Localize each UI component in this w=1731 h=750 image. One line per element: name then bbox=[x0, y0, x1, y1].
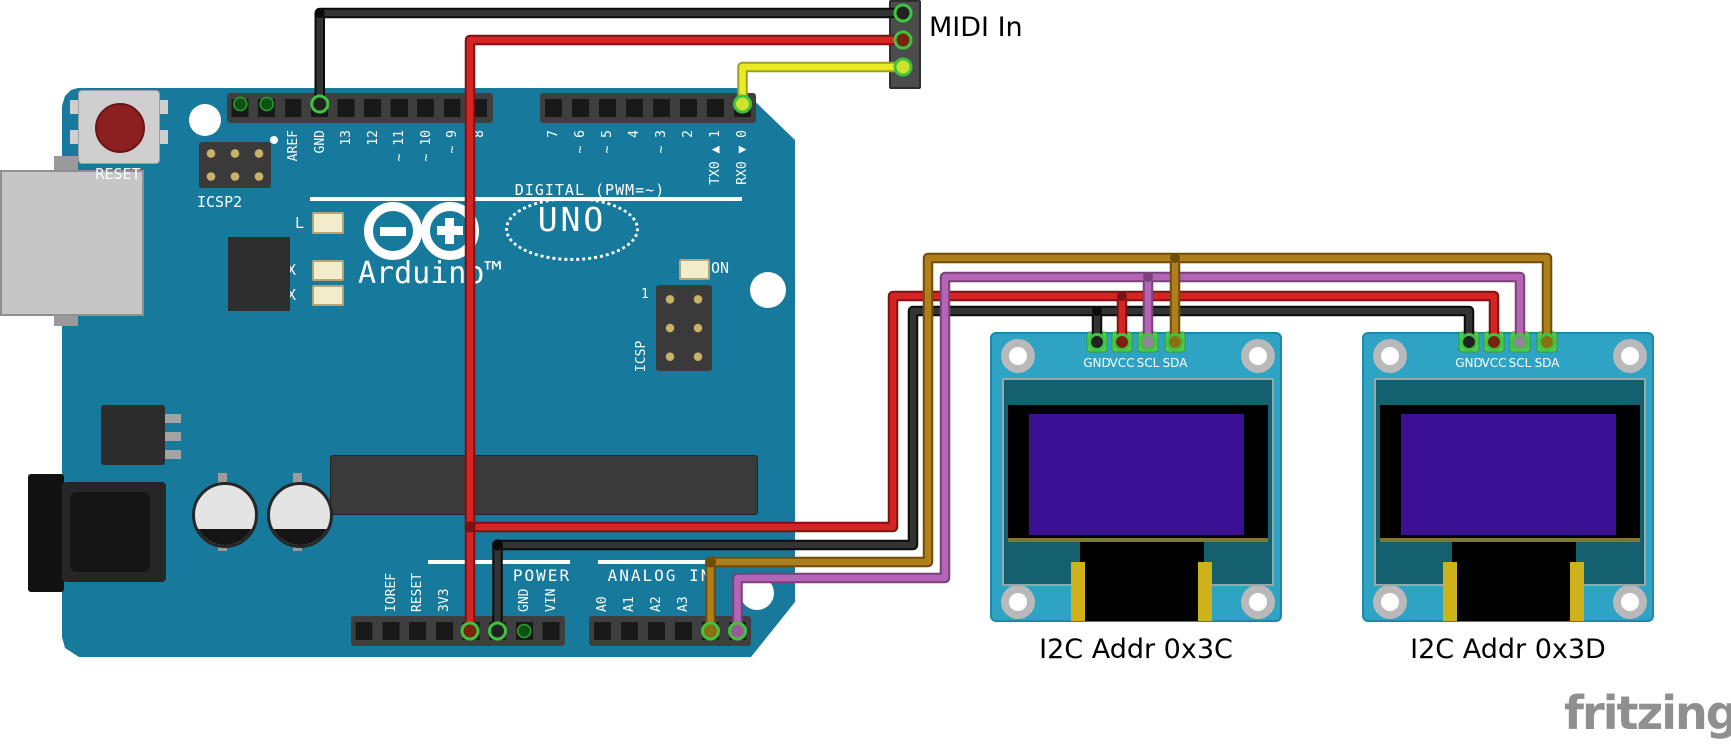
bend-dot bbox=[314, 8, 325, 18]
voltage-regulator bbox=[101, 405, 165, 465]
oled2-caption[interactable]: I2C Addr 0x3D bbox=[1410, 634, 1606, 665]
oled-connector-tab bbox=[1443, 562, 1457, 621]
arduino-brand: Arduino™ bbox=[358, 256, 503, 291]
mounting-hole bbox=[1241, 339, 1275, 373]
uno-model-badge: UNO bbox=[505, 197, 639, 261]
oled-connector-tab bbox=[1198, 562, 1212, 621]
reset-button-tab bbox=[70, 100, 80, 114]
oled-active-area bbox=[1401, 414, 1616, 535]
regulator-leg bbox=[165, 450, 181, 459]
reset-button-tab bbox=[158, 100, 168, 114]
capacitor bbox=[267, 482, 333, 548]
power-jack bbox=[62, 482, 166, 582]
led-rx bbox=[312, 285, 344, 306]
pin-label-a3: A3 bbox=[676, 596, 691, 612]
pin-label-a0: A0 bbox=[595, 596, 610, 612]
junction-sda-oled1 bbox=[1170, 253, 1180, 263]
usb-interface-chip bbox=[228, 237, 290, 311]
regulator-leg bbox=[165, 432, 181, 441]
reset-label: RESET bbox=[95, 165, 141, 183]
usb-connector bbox=[0, 170, 144, 316]
capacitor bbox=[192, 482, 258, 548]
icsp-header[interactable] bbox=[656, 285, 712, 371]
usb-tab bbox=[54, 156, 78, 172]
fritzing-watermark: fritzing bbox=[1564, 686, 1731, 740]
midi-in-connector[interactable] bbox=[889, 0, 921, 89]
led-on-label: ON bbox=[711, 259, 730, 277]
silk-dot bbox=[270, 136, 278, 144]
pin-label-vin: VIN bbox=[544, 588, 559, 612]
atmega-ic bbox=[330, 455, 758, 515]
arduino-logo-minus-circle bbox=[364, 202, 422, 260]
pin-label-gnd-bottom: GND bbox=[517, 588, 532, 612]
icsp2-header[interactable] bbox=[199, 142, 271, 188]
icsp-pin1-label: 1 bbox=[641, 287, 649, 302]
led-l-label: L bbox=[295, 214, 305, 232]
power-jack-flange bbox=[28, 474, 64, 592]
icsp-label: ICSP bbox=[634, 340, 649, 372]
digital-header-right[interactable] bbox=[540, 93, 756, 123]
mounting-hole bbox=[740, 576, 774, 610]
led-tx bbox=[312, 260, 344, 281]
midi-rx-wire-core[interactable] bbox=[739, 63, 907, 108]
led-l bbox=[312, 212, 344, 234]
led-on bbox=[679, 259, 710, 280]
mounting-hole bbox=[1373, 585, 1407, 619]
mounting-hole bbox=[1613, 585, 1647, 619]
oled-connector-tab bbox=[1570, 562, 1584, 621]
pin-label-ioref: IOREF bbox=[384, 572, 399, 612]
mounting-hole bbox=[1001, 585, 1035, 619]
mounting-hole bbox=[1373, 339, 1407, 373]
oled-connector-tab bbox=[1071, 562, 1085, 621]
junction-vcc-oled1 bbox=[1117, 291, 1127, 301]
analog-header[interactable] bbox=[589, 616, 751, 646]
pin-label-aref: AREF bbox=[286, 130, 301, 162]
reset-button-tab bbox=[70, 130, 80, 144]
capacitor-lead bbox=[293, 473, 302, 483]
mounting-hole bbox=[1001, 339, 1035, 373]
pin-label-a2: A2 bbox=[649, 596, 664, 612]
mounting-hole bbox=[189, 104, 221, 136]
oled-display-0x3c[interactable] bbox=[990, 332, 1282, 622]
digital-header-left[interactable] bbox=[227, 93, 493, 123]
junction-scl-oled1 bbox=[1143, 272, 1153, 282]
oled-flex-connector bbox=[1452, 542, 1576, 621]
oled1-sda-label: SDA bbox=[1162, 356, 1188, 370]
plus-icon-v bbox=[445, 218, 454, 244]
silk-line-digital bbox=[310, 197, 742, 201]
regulator-leg bbox=[165, 414, 181, 423]
oled-display-0x3d[interactable] bbox=[1362, 332, 1654, 622]
junction-gnd-oled1 bbox=[1092, 306, 1102, 316]
minus-icon bbox=[380, 227, 406, 236]
power-header[interactable] bbox=[351, 616, 565, 646]
pin-label-a1: A1 bbox=[622, 596, 637, 612]
mounting-hole bbox=[750, 272, 786, 308]
midi-rx-wire[interactable] bbox=[737, 61, 909, 110]
icsp2-label: ICSP2 bbox=[197, 193, 243, 211]
oled2-sda-label: SDA bbox=[1534, 356, 1560, 370]
reset-button-cap[interactable] bbox=[95, 103, 145, 153]
pin-label-3v3: 3V3 bbox=[437, 588, 452, 612]
mounting-hole bbox=[1241, 585, 1275, 619]
oled-flex-connector bbox=[1080, 542, 1204, 621]
pin-label-reset: RESET bbox=[410, 572, 425, 612]
reset-button-tab bbox=[158, 130, 168, 144]
capacitor-lead bbox=[218, 473, 227, 483]
mounting-hole bbox=[1613, 339, 1647, 373]
oled1-caption[interactable]: I2C Addr 0x3C bbox=[1039, 634, 1233, 665]
midi-in-label[interactable]: MIDI In bbox=[929, 12, 1023, 43]
oled-active-area bbox=[1029, 414, 1244, 535]
